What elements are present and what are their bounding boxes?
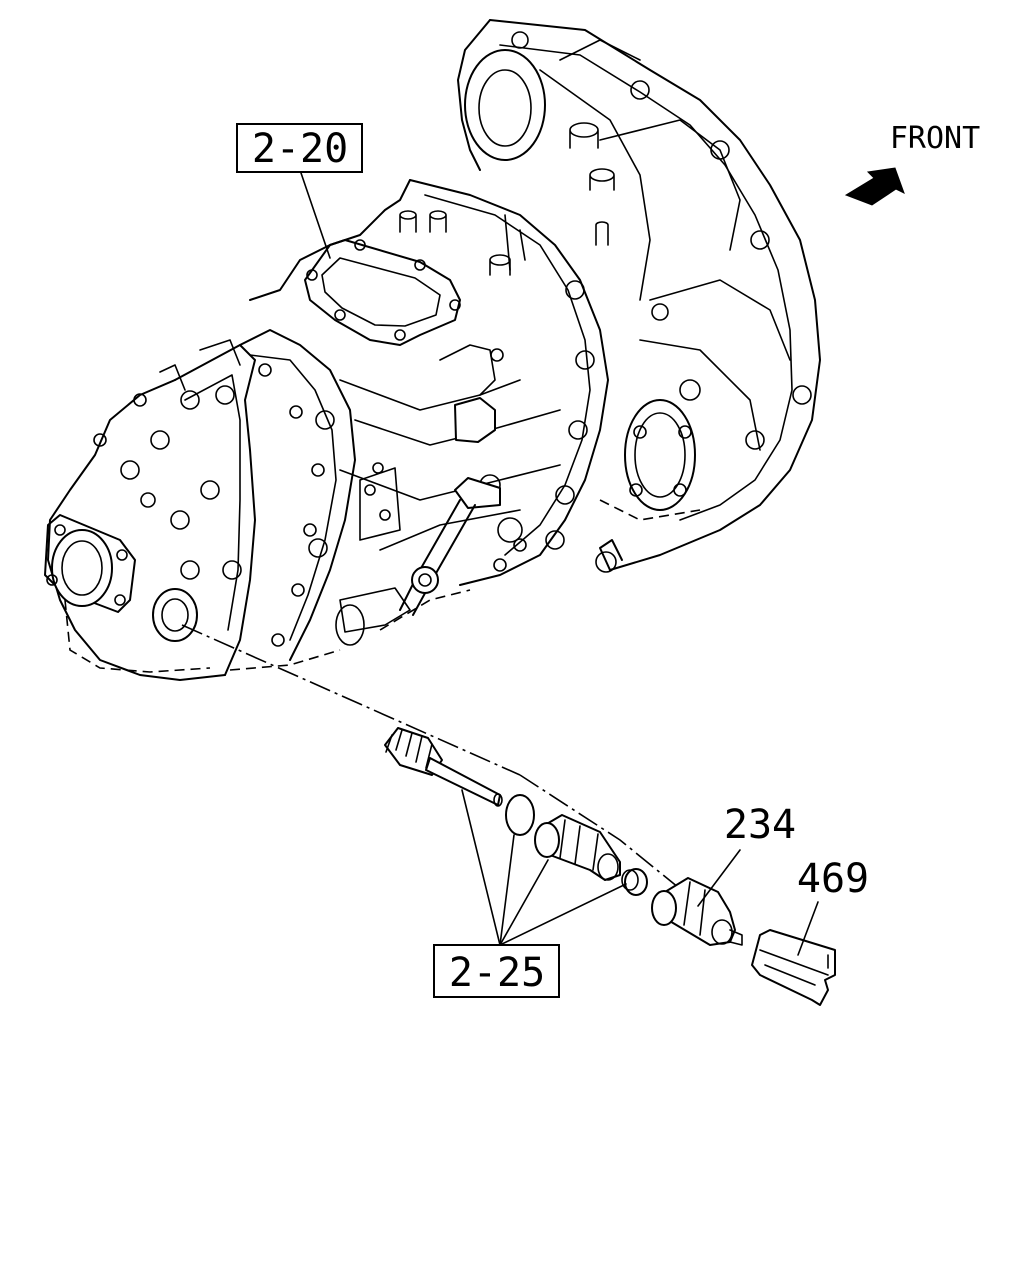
callout-ref-top[interactable]: 2-20 [236,123,363,173]
leader-lines [299,169,819,956]
o-ring [505,794,535,836]
front-arrow-icon [844,167,905,206]
part-number-234[interactable]: 234 [724,802,796,848]
front-indicator: FRONT [844,121,980,206]
speedometer-drive-parts [181,624,836,1006]
speed-sensor [651,877,743,946]
bushing [621,868,648,896]
callout-ref-bottom[interactable]: 2-25 [433,944,560,998]
part-number-469[interactable]: 469 [797,856,869,902]
callout-ref-bottom-text: 2-25 [449,950,545,996]
retaining-clip [751,929,836,1006]
transmission-assembly [44,19,821,681]
sleeve [534,814,621,881]
front-label: FRONT [890,121,980,156]
callout-ref-top-text: 2-20 [252,126,348,172]
driven-gear [384,727,503,807]
